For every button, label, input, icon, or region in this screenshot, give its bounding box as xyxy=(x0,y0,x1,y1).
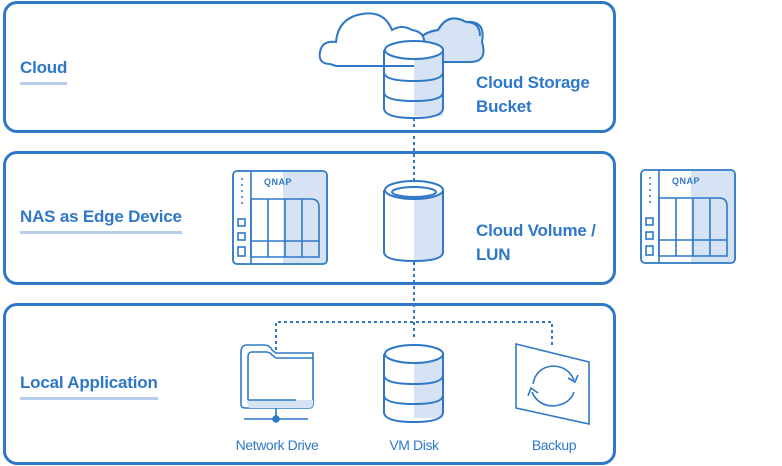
cloud-storage-bucket-label: Cloud Storage Bucket xyxy=(476,71,590,119)
caption-vm-disk: VM Disk xyxy=(389,437,439,453)
cloud-storage-bucket-label-line2: Bucket xyxy=(476,97,532,116)
nas-device-icon xyxy=(232,170,328,265)
caption-network-drive: Network Drive xyxy=(235,437,319,453)
tier-label-nas-edge: NAS as Edge Device xyxy=(20,207,182,234)
cloud-volume-lun-label-line1: Cloud Volume / xyxy=(476,221,596,240)
nas-brand-logo: QNAP xyxy=(264,177,292,187)
cloud-volume-lun-label-line2: LUN xyxy=(476,245,511,264)
nas-brand-logo-standalone: QNAP xyxy=(672,176,700,186)
tier-cloud xyxy=(3,1,616,133)
tier-label-local-application: Local Application xyxy=(20,373,158,400)
connector-apps-branch xyxy=(275,321,553,350)
backup-sync-icon xyxy=(515,342,590,425)
cloud-volume-cylinder-icon xyxy=(383,180,444,263)
cloud-bucket-database-icon xyxy=(383,40,444,120)
connector-lines xyxy=(275,118,553,350)
cloud-volume-lun-label: Cloud Volume / LUN xyxy=(476,219,596,267)
nas-device-icon-standalone xyxy=(640,169,736,264)
cloud-storage-bucket-label-line1: Cloud Storage xyxy=(476,73,590,92)
tier-label-cloud: Cloud xyxy=(20,58,67,85)
vm-disk-database-icon xyxy=(383,344,444,424)
folder-network-icon xyxy=(240,344,314,423)
caption-backup: Backup xyxy=(531,437,577,453)
